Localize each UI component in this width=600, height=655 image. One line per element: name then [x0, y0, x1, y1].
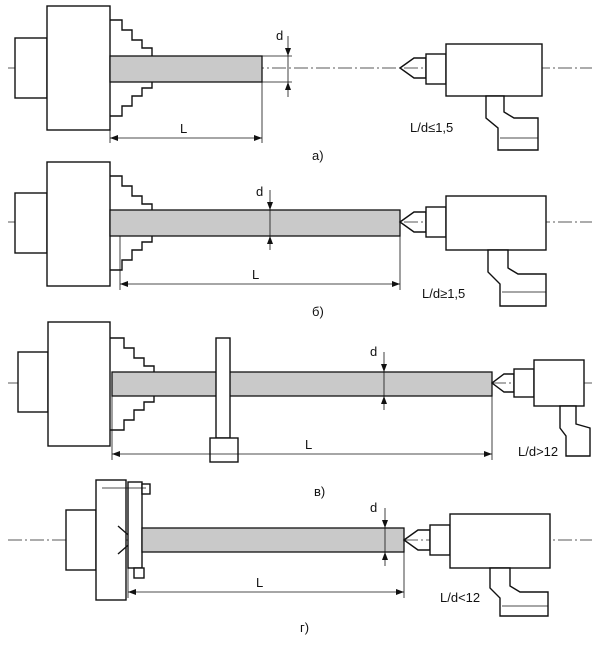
- caption-a: а): [312, 148, 324, 163]
- drill-handle-b: [487, 249, 547, 307]
- diameter-label-a: d: [276, 28, 283, 43]
- tailstock-v: [513, 368, 535, 398]
- driving-dog: [127, 481, 143, 569]
- drill-body-b: [445, 195, 547, 251]
- diameter-label-b: d: [256, 184, 263, 199]
- length-label-a: L: [180, 121, 187, 136]
- chuck-back-flange: [17, 351, 49, 413]
- caption-b: б): [312, 304, 324, 319]
- drill-body-v: [533, 359, 585, 407]
- caption-v: в): [314, 484, 325, 499]
- length-label-v: L: [305, 437, 312, 452]
- chuck-body: [47, 321, 111, 447]
- steady-rest-base: [209, 437, 239, 463]
- steady-rest-arm: [215, 337, 231, 439]
- chuck-body: [46, 5, 111, 131]
- diameter-label-g: d: [370, 500, 377, 515]
- chuck-jaws-top: [110, 337, 155, 372]
- workpiece: [109, 55, 263, 83]
- chuck-jaws-top: [110, 175, 153, 212]
- chuck-back-flange: [14, 37, 48, 99]
- scheme-v: d L L/d>12 в): [8, 321, 592, 499]
- ratio-label-g: L/d<12: [440, 590, 480, 605]
- chuck-jaws-bottom: [110, 396, 155, 431]
- dog-clamp: [133, 567, 145, 579]
- ratio-label-v: L/d>12: [518, 444, 558, 459]
- workpiece: [111, 371, 493, 397]
- drill-body-a: [445, 43, 543, 97]
- faceplate: [95, 479, 127, 601]
- ratio-label-a: L/d≤1,5: [410, 120, 453, 135]
- scheme-a: d L L/d≤1,5 а): [8, 5, 592, 163]
- tailstock-a: [425, 53, 447, 85]
- caption-g: г): [300, 620, 309, 635]
- chuck-jaws-bottom: [110, 80, 153, 117]
- drill-body-g: [449, 513, 551, 569]
- tailstock-b: [425, 206, 447, 238]
- faceplate-back: [65, 509, 97, 571]
- length-label-b: L: [252, 267, 259, 282]
- workpiece: [109, 209, 401, 237]
- ratio-label-b: L/d≥1,5: [422, 286, 465, 301]
- length-label-g: L: [256, 575, 263, 590]
- drill-handle-v: [559, 405, 591, 457]
- chuck-jaws-top: [110, 19, 153, 56]
- workpiece: [141, 527, 405, 553]
- dog-screw-head: [141, 483, 151, 495]
- drill-handle-g: [489, 567, 549, 617]
- scheme-g: d L L/d<12 г): [8, 479, 592, 635]
- chuck-body: [46, 161, 111, 287]
- diameter-label-v: d: [370, 344, 377, 359]
- chuck-back-flange: [14, 192, 48, 254]
- tailstock-g: [429, 524, 451, 556]
- scheme-b: d L L/d≥1,5 б): [8, 161, 592, 319]
- chuck-jaws-bottom: [110, 234, 153, 271]
- drill-handle-a: [485, 95, 539, 151]
